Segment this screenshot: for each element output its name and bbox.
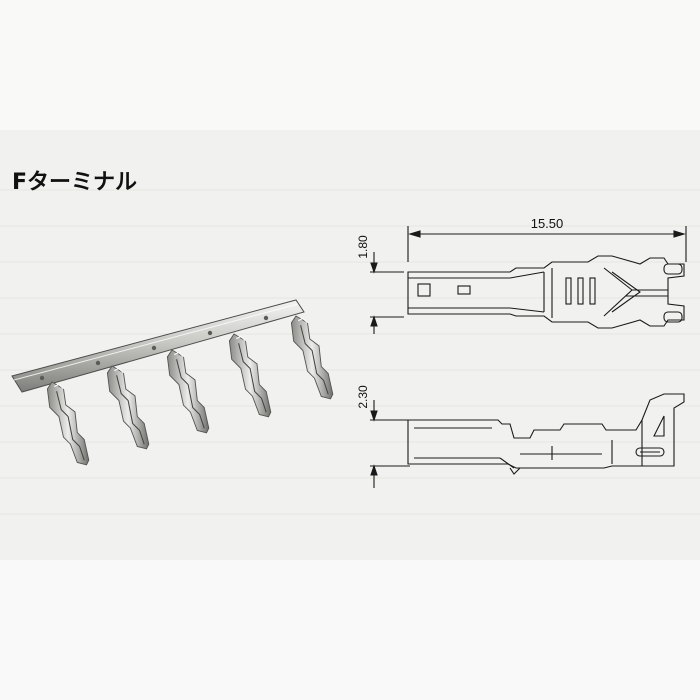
side-view-height-label: 2.30 <box>356 385 370 409</box>
carrier-strip <box>11 299 305 393</box>
page-title: Fターミナル <box>12 170 138 195</box>
top-view-height-label: 1.80 <box>356 235 370 259</box>
length-dimension-label: 15.50 <box>531 216 564 231</box>
